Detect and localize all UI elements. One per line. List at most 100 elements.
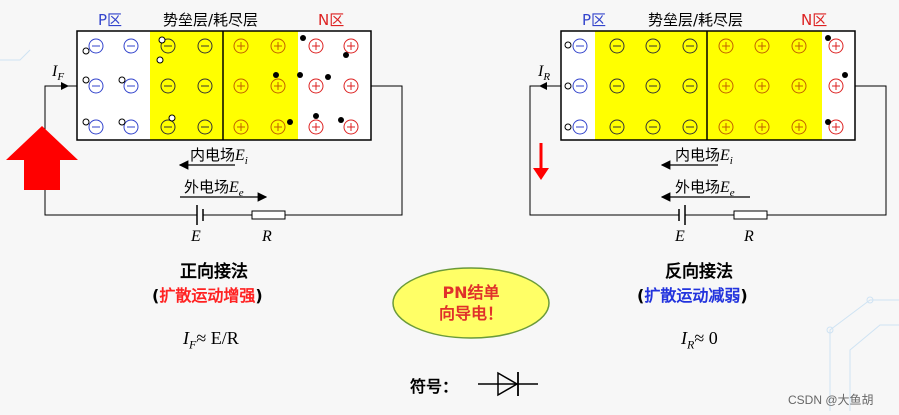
right-outer-field-label: 外电场Ee: [675, 178, 735, 199]
left-p-region-label: P区: [98, 11, 123, 29]
right-ions: [564, 35, 848, 135]
depletion-negative-ion: [682, 119, 698, 135]
hole: [118, 76, 126, 84]
depletion-negative-ion: [197, 78, 213, 94]
depletion-negative-ion: [609, 78, 625, 94]
hole: [156, 56, 164, 64]
right-circuit-wire-right: [767, 85, 887, 216]
depletion-negative-ion: [609, 38, 625, 54]
right-depletion-label: 势垒层/耗尽层: [648, 11, 744, 29]
negative-ion: [88, 119, 104, 135]
hole: [158, 36, 166, 44]
depletion-negative-ion: [682, 78, 698, 94]
right-depletion-region: [595, 31, 822, 140]
right-desc: (扩散运动减弱): [637, 286, 748, 305]
depletion-positive-ion: [233, 78, 249, 94]
left-big-up-arrow: [6, 126, 78, 190]
hole: [168, 114, 176, 122]
center-line-2: 向导电！: [438, 304, 503, 323]
electron: [338, 117, 344, 123]
left-outer-field-label: 外电场Ee: [184, 178, 244, 199]
positive-ion: [828, 119, 844, 135]
right-formula: IR≈ 0: [681, 328, 718, 352]
right-mode-label: 反向接法: [665, 262, 733, 282]
negative-ion: [123, 119, 139, 135]
positive-ion: [828, 38, 844, 54]
positive-ion: [343, 78, 359, 94]
left-resistor-label: R: [262, 228, 272, 245]
hole: [118, 118, 126, 126]
right-n-region-label: N区: [801, 11, 828, 29]
hole: [564, 123, 572, 131]
depletion-negative-ion: [160, 38, 176, 54]
electron: [325, 74, 331, 80]
electron: [343, 52, 349, 58]
center-oval: [392, 267, 550, 339]
right-reverse-bias-panel: [529, 30, 887, 225]
depletion-negative-ion: [160, 78, 176, 94]
right-inner-field-label: 内电场Ei: [675, 146, 733, 167]
left-circuit-wire-right: [285, 85, 403, 216]
watermark: CSDN @大鱼胡: [788, 393, 874, 407]
depletion-negative-ion: [609, 119, 625, 135]
right-resistor-label: R: [744, 228, 754, 245]
left-inner-field-label: 内电场Ei: [190, 146, 248, 167]
depletion-negative-ion: [682, 38, 698, 54]
right-battery-label: E: [675, 228, 685, 245]
electron: [825, 35, 831, 41]
depletion-negative-ion: [645, 78, 661, 94]
right-small-down-arrow-head: [533, 168, 549, 180]
depletion-positive-ion: [754, 119, 770, 135]
left-ions: [82, 35, 359, 135]
depletion-positive-ion: [718, 119, 734, 135]
electron: [313, 113, 319, 119]
depletion-positive-ion: [233, 119, 249, 135]
diode-symbol: [478, 371, 538, 397]
right-resistor: [733, 210, 768, 220]
electron: [300, 35, 306, 41]
electron: [273, 72, 279, 78]
left-resistor: [251, 210, 286, 220]
negative-ion: [123, 78, 139, 94]
center-message: PN结单 向导电！: [393, 268, 549, 338]
depletion-positive-ion: [270, 119, 286, 135]
depletion-negative-ion: [645, 119, 661, 135]
hole: [564, 82, 572, 90]
left-current-label: IF: [52, 63, 65, 84]
negative-ion: [572, 119, 588, 135]
electron: [297, 72, 303, 78]
depletion-positive-ion: [754, 78, 770, 94]
positive-ion: [343, 119, 359, 135]
positive-ion: [308, 38, 324, 54]
depletion-positive-ion: [791, 78, 807, 94]
depletion-negative-ion: [197, 119, 213, 135]
left-battery-label: E: [191, 228, 201, 245]
hole: [564, 41, 572, 49]
center-line-1: PN结单: [442, 283, 500, 302]
left-n-region-label: N区: [318, 11, 345, 29]
depletion-positive-ion: [791, 38, 807, 54]
depletion-positive-ion: [270, 78, 286, 94]
negative-ion: [88, 78, 104, 94]
left-desc: (扩散运动增强): [152, 286, 263, 305]
positive-ion: [343, 38, 359, 54]
left-mode-label: 正向接法: [180, 262, 248, 282]
depletion-positive-ion: [791, 119, 807, 135]
negative-ion: [123, 38, 139, 54]
hole: [82, 118, 90, 126]
depletion-positive-ion: [718, 78, 734, 94]
positive-ion: [308, 119, 324, 135]
left-forward-bias-panel: [6, 30, 403, 225]
right-current-label: IR: [538, 63, 551, 84]
depletion-positive-ion: [754, 38, 770, 54]
electron: [287, 119, 293, 125]
negative-ion: [572, 78, 588, 94]
corner-decoration: [0, 49, 899, 411]
depletion-positive-ion: [233, 38, 249, 54]
hole: [82, 76, 90, 84]
left-depletion-label: 势垒层/耗尽层: [163, 11, 259, 29]
depletion-positive-ion: [270, 38, 286, 54]
positive-ion: [828, 78, 844, 94]
depletion-negative-ion: [160, 119, 176, 135]
